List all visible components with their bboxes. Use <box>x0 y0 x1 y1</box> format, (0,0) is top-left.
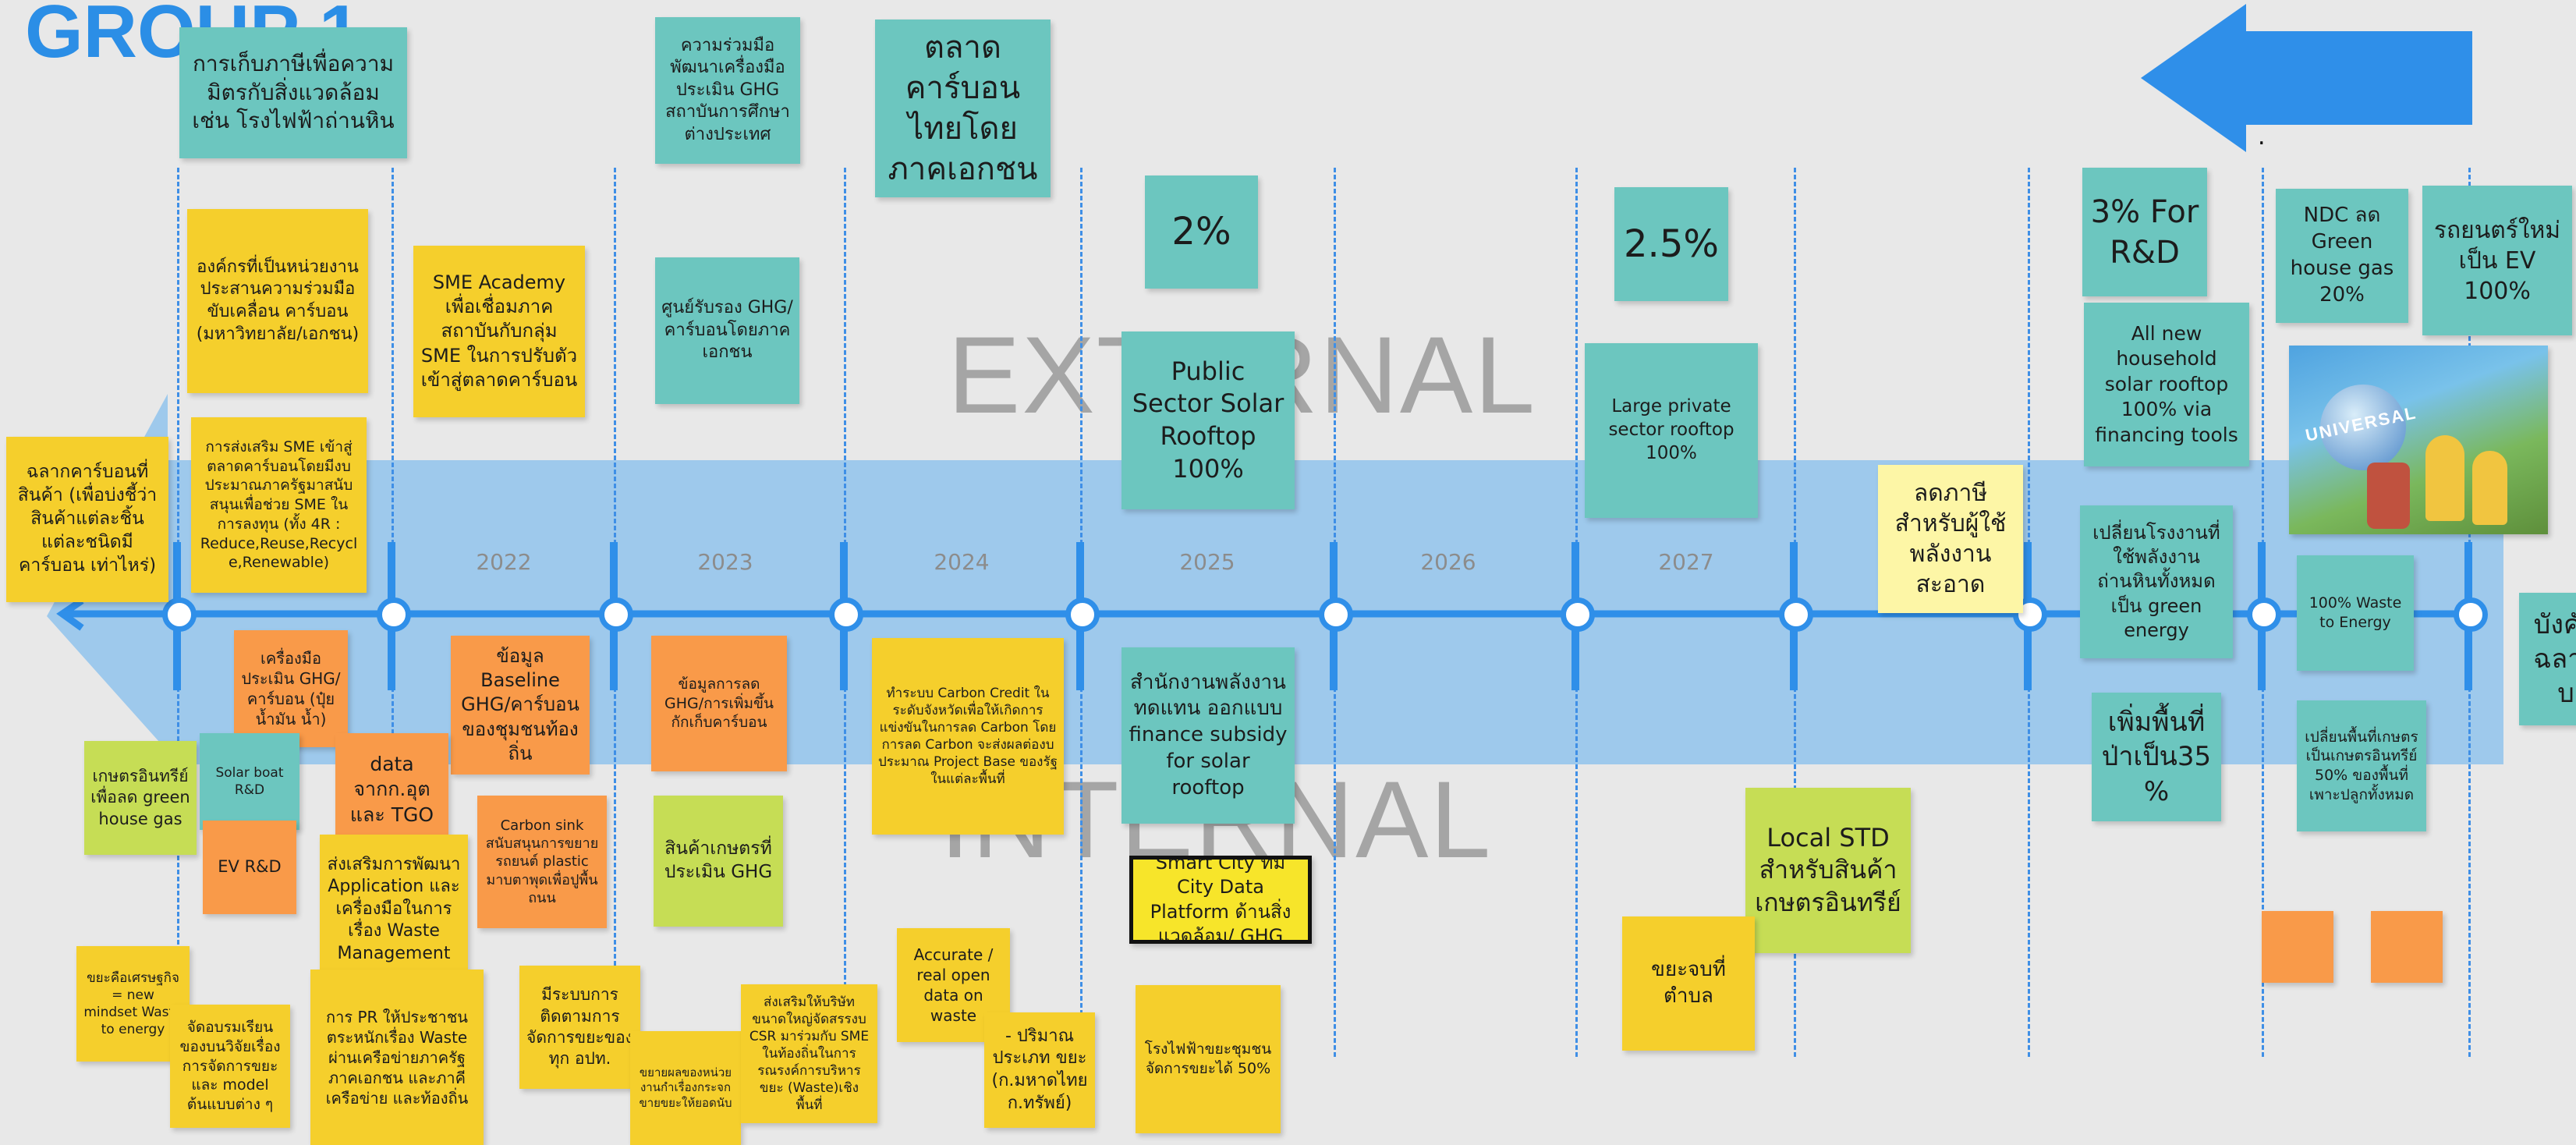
year-label-2027: 2027 <box>1658 549 1714 575</box>
sticky-note[interactable]: Solar boat R&D <box>200 733 299 830</box>
sticky-note[interactable]: ข้อมูล Baseline GHG/คาร์บอนของชุมชนท้องถ… <box>451 636 590 775</box>
sticky-note[interactable]: ฉลากคาร์บอนที่สินค้า (เพื่อบ่งชี้ว่าสินค… <box>6 437 168 602</box>
sticky-note[interactable]: รถยนตร์ใหม่เป็น EV 100% <box>2422 186 2572 335</box>
timeline-node <box>1779 597 1813 632</box>
sticky-note[interactable]: All new household solar rooftop 100% via… <box>2084 303 2249 466</box>
sticky-note[interactable]: องค์กรที่เป็นหน่วยงานประสานความร่วมมือขั… <box>187 209 368 393</box>
sticky-note[interactable]: ขยะคือเศรษฐกิจ = new mindset Waste to en… <box>76 946 190 1062</box>
year-label-2023: 2023 <box>697 549 753 575</box>
sticky-note[interactable]: - ปริมาณ ประเภท ขยะ (ก.มหาดไทย ก.ทรัพย์) <box>984 1012 1095 1128</box>
sticky-note[interactable]: บังคับ ฉลาก บ <box>2519 593 2576 725</box>
character-shape <box>2425 435 2464 521</box>
sticky-note[interactable]: 3% For R&D <box>2082 168 2207 296</box>
timeline-node <box>2454 597 2488 632</box>
sticky-note[interactable]: สินค้าเกษตรที่ประเมิน GHG <box>654 796 783 927</box>
sticky-note[interactable]: Carbon sink สนับสนุนการขยายรถยนต์ plasti… <box>477 796 607 928</box>
sticky-note[interactable]: ส่งเสริมการพัฒนา Application และเครื่องม… <box>320 835 468 984</box>
sticky-note[interactable]: ตลาดคาร์บอนไทยโดยภาคเอกชน <box>875 19 1051 197</box>
timeline-node <box>1065 597 1100 632</box>
sticky-note[interactable]: Local STD สำหรับสินค้าเกษตรอินทรีย์ <box>1745 788 1911 953</box>
sticky-note[interactable] <box>2371 911 2443 983</box>
direction-arrow-icon <box>2141 4 2472 152</box>
sticky-note[interactable]: ข้อมูลการลด GHG/การเพิ่มขึ้นกักเก็บคาร์บ… <box>651 636 787 771</box>
universal-globe-icon <box>2320 385 2406 470</box>
sticky-note[interactable]: การส่งเสริม SME เข้าสู่ตลาดคาร์บอนโดยมีง… <box>191 417 367 593</box>
sticky-note[interactable] <box>2262 911 2333 983</box>
sticky-note[interactable]: การเก็บภาษีเพื่อความมิตรกับสิ่งแวดล้อม เ… <box>179 27 407 158</box>
sticky-note[interactable]: ศูนย์รับรอง GHG/คาร์บอนโดยภาคเอกชน <box>655 257 799 404</box>
sticky-note[interactable]: 2% <box>1145 175 1258 289</box>
sticky-note[interactable]: การ PR ให้ประชาชนตระหนักเรื่อง Waste ผ่า… <box>310 970 484 1145</box>
period-mark: . <box>2258 123 2266 151</box>
year-label-2022: 2022 <box>476 549 532 575</box>
timeline-node <box>599 597 633 632</box>
year-label-2025: 2025 <box>1179 549 1235 575</box>
sticky-note[interactable]: เปลี่ยนพื้นที่เกษตรเป็นเกษตรอินทรีย์ 50%… <box>2297 700 2426 831</box>
sticky-note[interactable]: SME Academy เพื่อเชื่อมภาคสถาบันกับกลุ่ม… <box>413 246 585 417</box>
sticky-note[interactable]: ความร่วมมือพัฒนาเครื่องมือประเมิน GHG สถ… <box>655 17 800 164</box>
sticky-note[interactable]: เพิ่มพื้นที่ป่าเป็น35 % <box>2092 693 2221 821</box>
universal-photo: UNIVERSAL <box>2289 346 2548 534</box>
sticky-note[interactable]: 100% Waste to Energy <box>2297 555 2414 671</box>
sticky-note[interactable]: มีระบบการติดตามการจัดการขยะของทุก อปท. <box>519 966 640 1089</box>
character-shape <box>2367 463 2410 529</box>
sticky-note[interactable]: data จากก.อุตและ TGO <box>335 733 448 846</box>
timeline-node <box>162 597 197 632</box>
sticky-note[interactable]: เครื่องมือประเมิน GHG/คาร์บอน (ปุ๋ย น้ำม… <box>234 630 348 747</box>
year-label-2024: 2024 <box>934 549 990 575</box>
year-label-2026: 2026 <box>1420 549 1476 575</box>
timeline-axis-arrowhead <box>56 597 84 631</box>
sticky-note[interactable]: จัดอบรมเรียนของบนวิจัยเรื่องการจัดการขยะ… <box>170 1005 290 1128</box>
timeline-node <box>1561 597 1595 632</box>
sticky-note[interactable]: โรงไฟฟ้าขยะชุมชนจัดการขยะได้ 50% <box>1136 985 1281 1133</box>
sticky-note[interactable]: Smart City ที่มี City Data Platform ด้าน… <box>1129 856 1312 944</box>
sticky-note[interactable]: EV R&D <box>203 821 296 914</box>
sticky-note[interactable]: เปลี่ยนโรงงานที่ใช้พลังงานถ่านหินทั้งหมด… <box>2080 505 2233 658</box>
sticky-note[interactable]: Public Sector Solar Rooftop 100% <box>1121 331 1295 509</box>
sticky-note[interactable]: ลดภาษีสำหรับผู้ใช้พลังงานสะอาด <box>1878 465 2023 613</box>
sticky-note[interactable]: ส่งเสริมให้บริษัทขนาดใหญ่จัดสรรงบ CSR มา… <box>741 984 877 1123</box>
sticky-note[interactable]: NDC ลด Green house gas 20% <box>2276 189 2408 323</box>
sticky-note[interactable]: Large private sector rooftop 100% <box>1585 343 1758 518</box>
timeline-node <box>2247 597 2281 632</box>
sticky-note[interactable]: เกษตรอินทรีย์เพื่อลด green house gas <box>84 741 197 855</box>
sticky-note[interactable]: Accurate / real open data on waste <box>897 928 1010 1042</box>
character-shape <box>2472 451 2507 525</box>
timeline-node <box>1319 597 1353 632</box>
timeline-node <box>829 597 863 632</box>
sticky-note[interactable]: ขยายผลของหน่วยงานกำเรื่องกระจกขายขยะให้ย… <box>630 1031 741 1145</box>
sticky-note[interactable]: สำนักงานพลังงานทดแทน ออกแบบ finance subs… <box>1121 647 1295 824</box>
timeline-node <box>377 597 411 632</box>
sticky-note[interactable]: ขยะจบที่ตำบล <box>1622 916 1755 1051</box>
sticky-note[interactable]: 2.5% <box>1614 187 1728 301</box>
sticky-note[interactable]: ทำระบบ Carbon Credit ในระดับจังหวัดเพื่อ… <box>872 638 1064 835</box>
